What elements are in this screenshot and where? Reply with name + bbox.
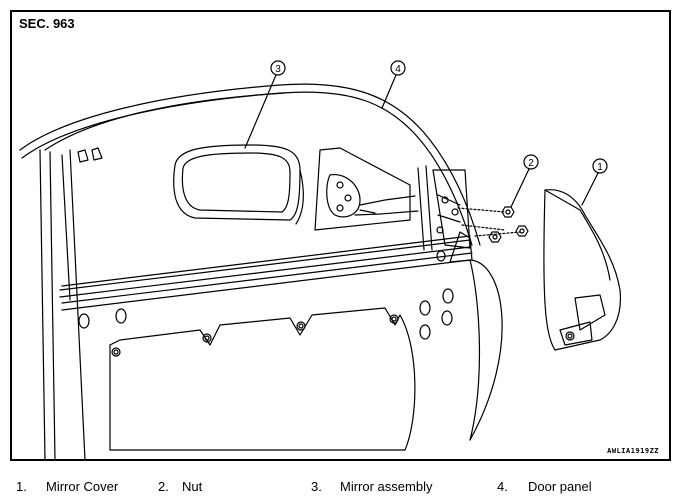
legend-4-label: Door panel [528, 479, 592, 494]
callout-3: 3 [244, 60, 286, 149]
exploded-view-drawing: 1 2 3 4 [19, 60, 622, 461]
mirror-cover [543, 189, 622, 351]
callout-1-label: 1 [597, 162, 603, 173]
legend-2-label: Nut [182, 479, 203, 494]
parts-legend: 1. Mirror Cover 2. Nut 3. Mirror assembl… [0, 479, 685, 499]
legend-3-number: 3. [311, 479, 322, 494]
callout-2: 2 [510, 154, 539, 208]
legend-1-number: 1. [16, 479, 27, 494]
window-channel [417, 165, 473, 263]
mirror-assembly [173, 144, 419, 231]
nuts [457, 206, 529, 243]
figure-code: AWLIA1919ZZ [607, 447, 659, 455]
legend-2-number: 2. [158, 479, 169, 494]
legend-1-label: Mirror Cover [46, 479, 119, 494]
callout-4-label: 4 [395, 64, 401, 75]
callout-3-label: 3 [275, 64, 281, 75]
section-label: SEC. 963 [19, 16, 75, 31]
callout-2-label: 2 [528, 158, 534, 169]
callout-1: 1 [581, 158, 608, 206]
legend-4-number: 4. [497, 479, 508, 494]
callout-4: 4 [381, 60, 406, 109]
diagram-frame: SEC. 963 AWLIA1919ZZ [10, 10, 671, 461]
door-panel [19, 83, 503, 461]
legend-3-label: Mirror assembly [340, 479, 433, 494]
